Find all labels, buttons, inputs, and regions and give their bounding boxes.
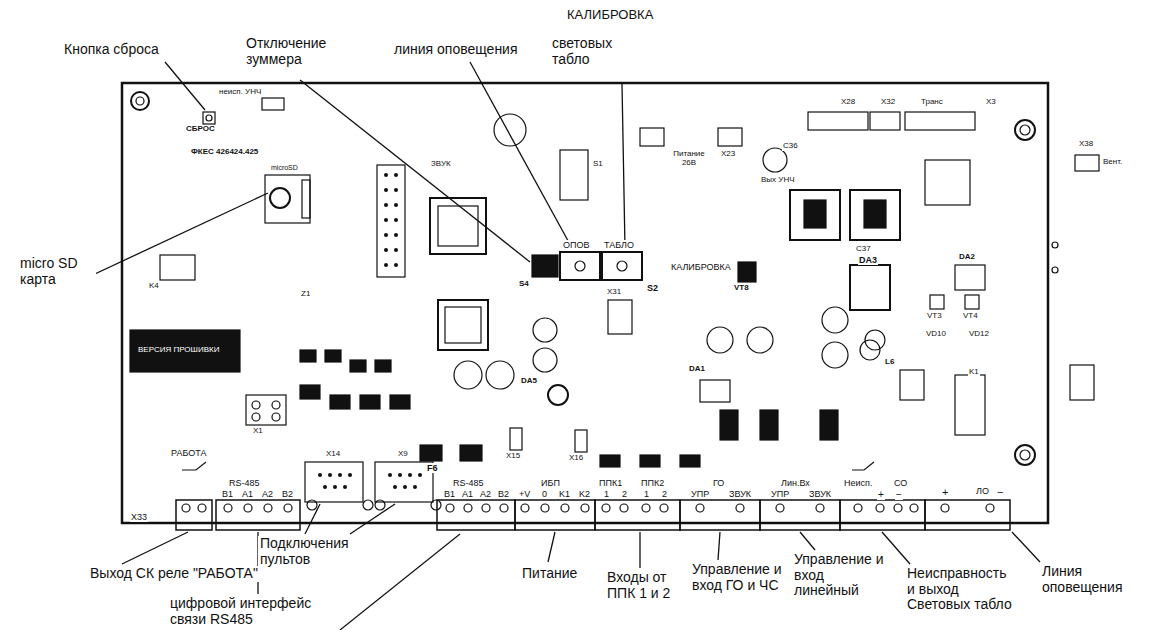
callout-label: линия оповещения [392, 42, 520, 58]
board-marking: X32 [880, 98, 896, 107]
board-marking: DA5 [520, 377, 538, 386]
board-marking: B2 [497, 489, 510, 499]
board-marking: ЗВУК [728, 489, 752, 499]
callout-label: цифровой интерфейс связи RS485 [168, 596, 322, 627]
board-marking: VT4 [962, 312, 979, 321]
callout-label: световых табло [550, 36, 626, 67]
board-marking: X14 [325, 450, 341, 459]
board-marking: B1 [221, 489, 234, 499]
board-marking: Лин.Вх [780, 478, 811, 488]
board-marking: неисп. УНЧ [218, 88, 262, 97]
board-marking: DA3 [858, 255, 878, 265]
callout-label: Выход СК реле "РАБОТА" [88, 566, 260, 582]
board-marking: 1 [603, 489, 610, 499]
board-marking: K4 [148, 282, 160, 291]
board-marking: X15 [505, 452, 521, 461]
board-marking: S4 [518, 280, 530, 289]
board-marking: Питание 26В [668, 150, 710, 168]
board-marking: X1 [252, 427, 264, 436]
callout-label: Входы от ППК 1 и 2 [605, 570, 695, 601]
callout-label: Отключение зуммера [244, 36, 348, 67]
board-marking: S1 [592, 160, 604, 169]
board-marking: РАБОТА [170, 448, 207, 458]
board-marking: VT3 [926, 312, 943, 321]
callout-label: Управление и вход линейный [792, 552, 886, 599]
board-marking: L6 [884, 358, 895, 367]
board-marking: Транс [920, 98, 944, 107]
board-marking: СО [893, 478, 908, 488]
board-marking: K1 [968, 368, 980, 377]
callout-label: Питание [520, 566, 579, 582]
board-marking: Z1 [300, 290, 311, 299]
board-marking: УПР [770, 489, 790, 499]
board-marking: A2 [261, 489, 274, 499]
board-marking: VD12 [968, 330, 990, 339]
board-marking: C37 [855, 245, 872, 254]
board-marking: ЗВУК [808, 489, 832, 499]
board-marking: ГО [712, 478, 725, 488]
board-marking: КАЛИБРОВКА [670, 262, 732, 272]
board-marking: УПР [690, 489, 710, 499]
board-marking: RS-485 [452, 478, 485, 488]
board-marking: DA1 [688, 365, 706, 374]
board-marking: A2 [479, 489, 492, 499]
board-marking: A1 [241, 489, 254, 499]
board-marking: Вых УНЧ [760, 176, 796, 185]
board-marking: X3 [985, 98, 997, 107]
board-marking: F6 [426, 463, 439, 473]
board-marking: Вент. [1102, 158, 1123, 167]
board-marking: ЗВУК [430, 160, 452, 169]
board-marking: VT8 [733, 284, 750, 293]
board-marking: RS-485 [228, 478, 261, 488]
board-marking: + [941, 486, 949, 498]
callout-label: Подключения пультов [258, 536, 402, 567]
board-marking: СБРОС [185, 125, 216, 134]
callout-label: КАЛИБРОВКА [565, 8, 655, 23]
board-marking: C36 [782, 142, 799, 151]
board-marking: ППК2 [640, 478, 665, 488]
callout-label: Кнопка сброса [62, 42, 161, 58]
board-marking: ОПОВ [562, 240, 590, 250]
callout-label: micro SD карта [18, 256, 96, 287]
board-marking: 1 [643, 489, 650, 499]
callout-label: Управление и вход ГО и ЧС [690, 562, 784, 593]
board-marking: − [895, 489, 903, 500]
board-marking: + [877, 489, 885, 500]
board-marking: X16 [568, 454, 584, 463]
board-marking: microSD [270, 164, 299, 172]
board-marking: X9 [397, 450, 409, 459]
firmware-label: ВЕРСИЯ ПРОШИВКИ [138, 346, 219, 355]
board-marking: +V [518, 489, 531, 499]
board-marking: X28 [840, 98, 856, 107]
board-marking: − [996, 486, 1004, 498]
board-marking: X23 [720, 150, 736, 159]
board-marking: ППК1 [598, 478, 623, 488]
board-marking: X38 [1078, 140, 1094, 149]
board-marking: K1 [558, 489, 571, 499]
board-marking: 2 [621, 489, 628, 499]
board-marking: DA2 [958, 253, 976, 262]
board-marking: 0 [541, 489, 548, 499]
board-marking: ИБП [540, 478, 561, 488]
board-marking: B1 [443, 489, 456, 499]
board-marking: B2 [281, 489, 294, 499]
board-marking: ЛО [975, 486, 990, 496]
board-marking: Неисп. [843, 478, 873, 488]
callout-label: Неисправность и выход Световых табло [905, 566, 1017, 613]
board-marking: 2 [661, 489, 668, 499]
board-marking: ТАБЛО [603, 240, 635, 250]
board-marking: K2 [578, 489, 591, 499]
board-marking: ФКЕС 426424.425 [190, 148, 259, 157]
board-marking: S2 [646, 283, 659, 293]
board-marking: A1 [461, 489, 474, 499]
board-marking: X31 [606, 288, 622, 297]
board-marking: X33 [130, 512, 148, 522]
board-marking: VD10 [925, 330, 947, 339]
callout-label: Линия оповещения [1040, 564, 1128, 595]
